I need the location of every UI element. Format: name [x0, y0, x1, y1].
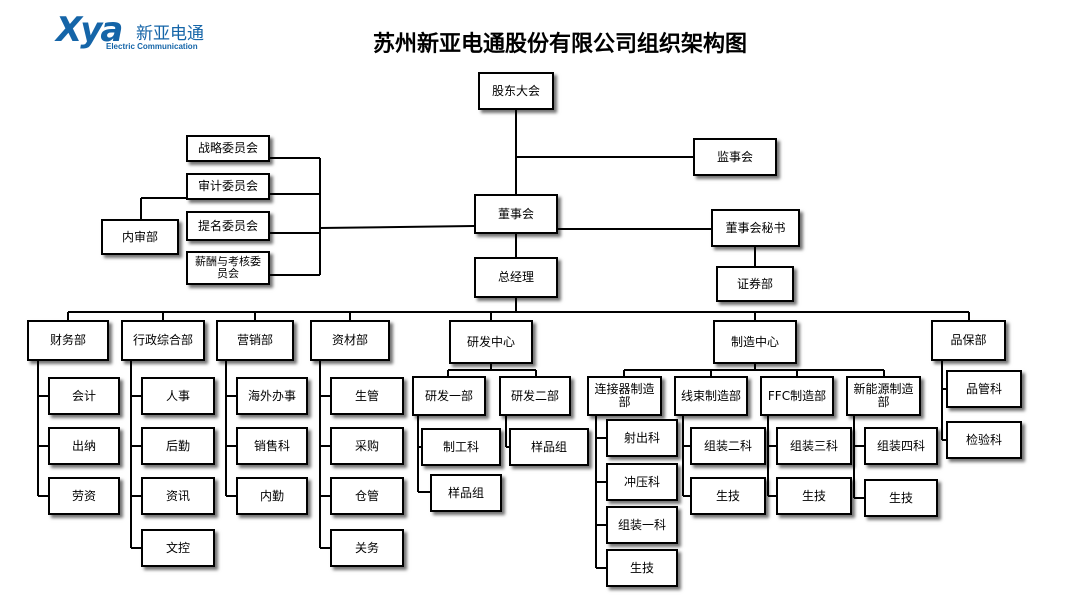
node-purchasing: 采购	[330, 427, 404, 465]
logo-english-name: Electric Communication	[106, 42, 198, 51]
node-hr: 人事	[141, 377, 215, 415]
node-materials-dept: 资材部	[310, 320, 390, 361]
node-production-control: 生管	[330, 377, 404, 415]
node-sample-group-1: 样品组	[430, 474, 502, 512]
node-marketing-dept: 营销部	[216, 320, 294, 361]
logo-mark: Xya	[56, 10, 123, 50]
node-quality-dept: 品保部	[931, 320, 1006, 361]
chart-title: 苏州新亚电通股份有限公司组织架构图	[372, 31, 747, 57]
node-cashier: 出纳	[48, 427, 120, 465]
node-assembly-section-4: 组装四科	[864, 427, 938, 465]
node-accounting: 会计	[48, 377, 120, 415]
node-assembly-section-1: 组装一科	[606, 506, 678, 544]
node-injection-section: 射出科	[606, 419, 678, 457]
node-ffc-mfg-dept: FFC制造部	[760, 376, 834, 416]
node-compensation-committee: 薪酬与考核委员会	[186, 251, 270, 285]
node-production-engineering-4: 生技	[864, 479, 938, 517]
node-payroll: 劳资	[48, 477, 120, 515]
node-finance-dept: 财务部	[27, 320, 109, 361]
node-production-engineering-3: 生技	[776, 477, 852, 515]
company-logo: Xya 新亚电通 Electric Communication	[56, 12, 211, 52]
node-manufacturing-center: 制造中心	[713, 320, 797, 364]
node-board-secretary: 董事会秘书	[711, 209, 800, 247]
node-customs: 关务	[330, 529, 404, 567]
node-admin-dept: 行政综合部	[121, 320, 205, 361]
node-process-engineering: 制工科	[421, 428, 501, 466]
node-logistics: 后勤	[141, 427, 215, 465]
node-sales-section: 销售科	[236, 427, 308, 465]
node-warehouse: 仓管	[330, 477, 404, 515]
node-rnd-center: 研发中心	[449, 320, 533, 364]
node-internal-sales: 内勤	[236, 477, 308, 515]
node-assembly-section-2: 组装二科	[690, 427, 766, 465]
node-document-control: 文控	[141, 529, 215, 567]
node-rnd-dept-1: 研发一部	[412, 376, 486, 416]
node-assembly-section-3: 组装三科	[776, 427, 852, 465]
node-inspection-section: 检验科	[946, 421, 1022, 459]
logo-chinese-name: 新亚电通	[136, 24, 204, 44]
node-rnd-dept-2: 研发二部	[499, 376, 571, 416]
node-strategy-committee: 战略委员会	[186, 135, 270, 162]
node-general-manager: 总经理	[474, 257, 558, 298]
node-internal-audit: 内审部	[101, 219, 179, 255]
node-securities-dept: 证券部	[716, 266, 794, 302]
node-sample-group-2: 样品组	[509, 428, 589, 466]
node-quality-control-section: 品管科	[946, 370, 1022, 408]
node-new-energy-mfg-dept: 新能源制造部	[846, 376, 921, 416]
node-nomination-committee: 提名委员会	[186, 211, 270, 241]
node-harness-mfg-dept: 线束制造部	[674, 376, 748, 416]
node-it: 资讯	[141, 477, 215, 515]
node-board-of-directors: 董事会	[474, 194, 558, 234]
node-shareholders-meeting: 股东大会	[478, 72, 554, 110]
node-audit-committee: 审计委员会	[186, 173, 270, 200]
node-stamping-section: 冲压科	[606, 463, 678, 501]
node-connector-mfg-dept: 连接器制造部	[587, 376, 662, 416]
node-production-engineering-2: 生技	[690, 477, 766, 515]
node-overseas-office: 海外办事	[236, 377, 308, 415]
node-production-engineering-1: 生技	[606, 549, 678, 587]
node-supervisory-board: 监事会	[693, 138, 777, 176]
